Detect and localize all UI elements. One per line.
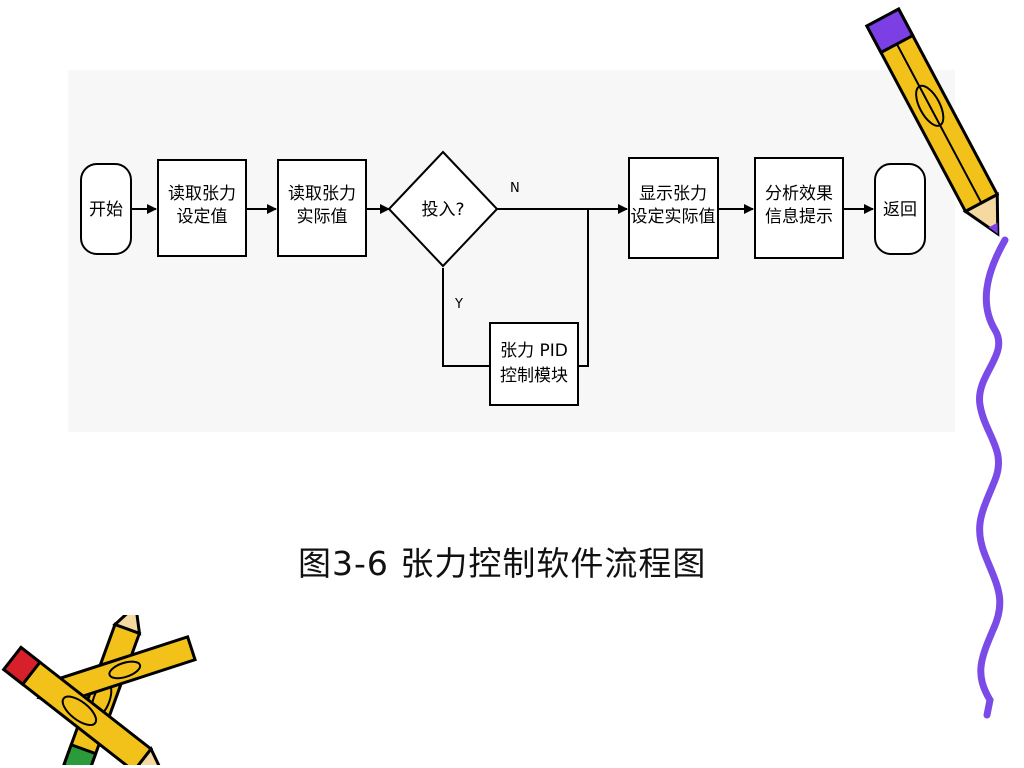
read-actual-box — [277, 159, 367, 257]
end-terminator — [874, 163, 926, 255]
decision-label: 投入? — [421, 200, 464, 220]
end-label: 返回 — [883, 200, 917, 220]
pid-line-1: 张力 PID — [500, 341, 568, 361]
connectors — [131, 204, 874, 367]
pid-box — [489, 322, 579, 406]
arrow-decision-to-pid — [442, 268, 490, 367]
start-terminator — [80, 163, 132, 255]
display-line-2: 设定实际值 — [631, 207, 716, 227]
figure-caption: 图3-6 张力控制软件流程图 — [298, 544, 707, 583]
arrow-pid-to-merge — [578, 209, 589, 367]
pid-line-2: 控制模块 — [500, 366, 568, 386]
read-actual-line-1: 读取张力 — [288, 184, 356, 204]
squiggle-line-right-icon — [976, 236, 1009, 719]
analysis-line-1: 分析效果 — [765, 184, 833, 204]
pencil-top-right-icon — [864, 7, 1000, 237]
read-set-line-1: 读取张力 — [168, 184, 236, 204]
analysis-line-2: 信息提示 — [765, 207, 833, 227]
read-set-line-2: 设定值 — [177, 207, 228, 227]
read-set-box — [157, 159, 247, 257]
read-actual-line-2: 实际值 — [297, 207, 348, 227]
pencils-bottom-left-icon — [1, 615, 197, 765]
start-label: 开始 — [89, 200, 123, 220]
label-n: N — [510, 181, 520, 196]
analysis-box — [754, 157, 844, 259]
decision-diamond — [387, 150, 499, 268]
display-line-1: 显示张力 — [639, 184, 707, 204]
label-y: Y — [454, 297, 463, 312]
display-box — [628, 157, 719, 259]
